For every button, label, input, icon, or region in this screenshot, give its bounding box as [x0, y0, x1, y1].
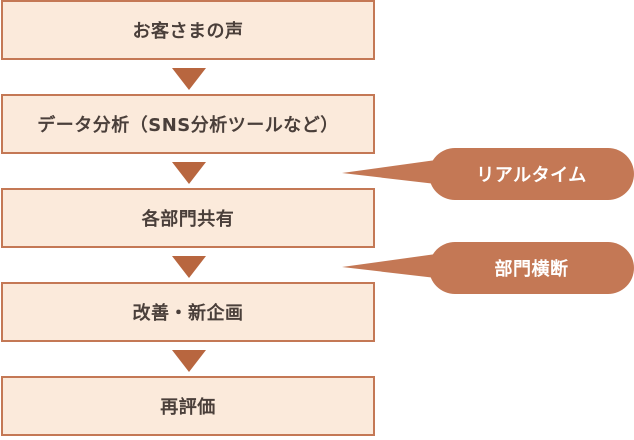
step-label: 改善・新企画	[132, 303, 244, 324]
callout-cross-department-label: 部門横断	[494, 259, 569, 280]
callout-cross-department-bubble	[342, 242, 634, 294]
step-label: お客さまの声	[132, 21, 244, 42]
down-arrow-icon	[172, 162, 206, 184]
callout-realtime-bubble	[342, 148, 634, 200]
step-department-sharing: 各部門共有	[1, 188, 375, 248]
down-arrow-icon	[172, 68, 206, 90]
step-improvement-planning: 改善・新企画	[1, 282, 375, 342]
step-re-evaluation: 再評価	[1, 376, 375, 436]
down-arrow-icon	[172, 256, 206, 278]
step-label: 再評価	[160, 397, 216, 418]
step-customer-voice: お客さまの声	[1, 0, 375, 60]
step-label: データ分析（SNS分析ツールなど）	[37, 115, 339, 136]
callout-realtime-label: リアルタイム	[476, 165, 587, 186]
step-label: 各部門共有	[141, 209, 235, 230]
down-arrow-icon	[172, 350, 206, 372]
step-data-analysis: データ分析（SNS分析ツールなど）	[1, 94, 375, 154]
